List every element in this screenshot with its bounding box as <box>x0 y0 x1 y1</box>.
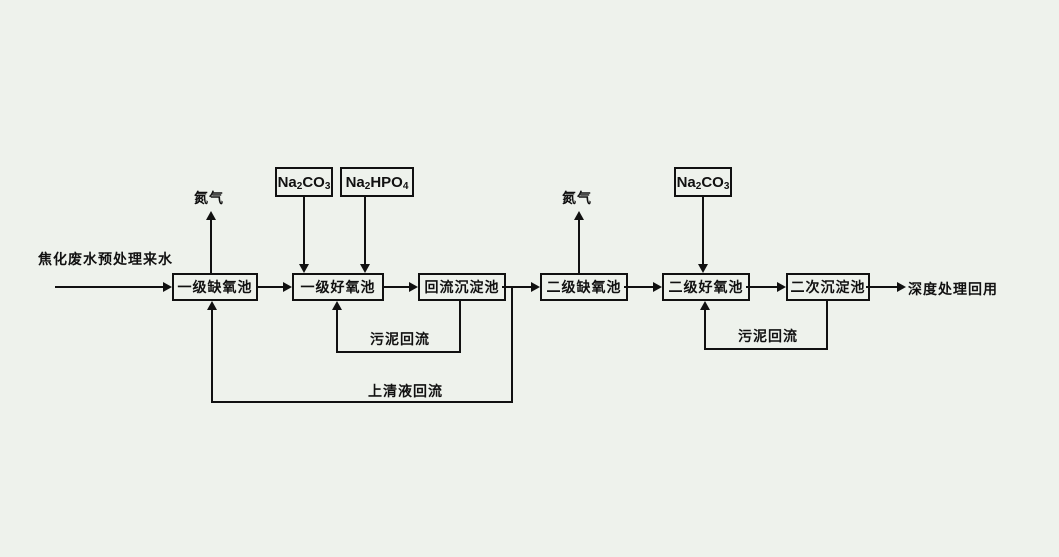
influent-label: 焦化废水预处理来水 <box>38 251 173 267</box>
sludge-return2-arrowhead-icon <box>700 301 710 310</box>
process-box-anoxic-stage1: 一级缺氧池 <box>172 273 258 301</box>
na2hpo4-dosing-line <box>364 197 366 265</box>
process-box-return-sedimentation: 回流沉淀池 <box>418 273 506 301</box>
chem-subscript: 3 <box>324 180 331 192</box>
process-box-label: 二级缺氧池 <box>546 279 622 295</box>
nitrogen1-arrowhead-icon <box>206 211 216 220</box>
na2co3-1-arrowhead-icon <box>299 264 309 273</box>
influent-arrowhead-icon <box>163 282 172 292</box>
supernatant-return-up-line <box>211 309 213 403</box>
supernatant-return-label: 上清液回流 <box>368 383 443 399</box>
process-box-anoxic-stage2: 二级缺氧池 <box>540 273 628 301</box>
flow-line <box>502 286 531 288</box>
chem-subscript: 2 <box>296 180 303 192</box>
sludge-return2-up-line <box>704 309 706 350</box>
effluent-label: 深度处理回用 <box>908 281 998 297</box>
chem-subscript: 2 <box>695 180 702 192</box>
sludge-return1-label: 污泥回流 <box>370 331 430 347</box>
process-box-label: 二级好氧池 <box>668 279 744 295</box>
effluent-flow-line <box>866 286 897 288</box>
na2co3-1-dosing-line <box>303 197 305 265</box>
flow-line <box>384 286 409 288</box>
nitrogen1-label: 氮气 <box>194 190 224 206</box>
process-box-label: 一级好氧池 <box>300 279 376 295</box>
process-box-aerobic-stage1: 一级好氧池 <box>292 273 384 301</box>
na2hpo4-arrowhead-icon <box>360 264 370 273</box>
supernatant-return-horizontal-line <box>211 401 513 403</box>
flow-arrowhead-icon <box>531 282 540 292</box>
na2co3-2-arrowhead-icon <box>698 264 708 273</box>
effluent-arrowhead-icon <box>897 282 906 292</box>
sludge-return2-label: 污泥回流 <box>738 328 798 344</box>
na2co3-2-dosing-line <box>702 197 704 265</box>
chem-text: Na <box>277 173 297 191</box>
flow-arrowhead-icon <box>409 282 418 292</box>
chem-text: Na <box>345 173 365 191</box>
chem-subscript: 4 <box>402 180 409 192</box>
flow-line <box>258 286 283 288</box>
flow-line <box>746 286 777 288</box>
nitrogen1-vent-line <box>210 220 212 273</box>
flow-arrowhead-icon <box>283 282 292 292</box>
sludge-return1-down-line <box>459 301 461 353</box>
flow-line <box>624 286 653 288</box>
process-box-label: 二次沉淀池 <box>790 279 866 295</box>
chem-text: HPO <box>370 173 403 191</box>
chem-text: Na <box>676 173 696 191</box>
sludge-return1-arrowhead-icon <box>332 301 342 310</box>
influent-flow-line <box>55 286 164 288</box>
nitrogen2-label: 氮气 <box>562 190 592 206</box>
sludge-return1-horizontal-line <box>337 351 461 353</box>
chem-text: CO <box>302 173 325 191</box>
process-box-aerobic-stage2: 二级好氧池 <box>662 273 750 301</box>
flow-arrowhead-icon <box>777 282 786 292</box>
process-box-label: 一级缺氧池 <box>177 279 253 295</box>
nitrogen2-arrowhead-icon <box>574 211 584 220</box>
sludge-return2-horizontal-line <box>705 348 828 350</box>
nitrogen2-vent-line <box>578 220 580 273</box>
process-box-secondary-sedimentation: 二次沉淀池 <box>786 273 870 301</box>
chem-text: CO <box>701 173 724 191</box>
sludge-return1-up-line <box>336 309 338 353</box>
sludge-return2-down-line <box>826 301 828 350</box>
chem-subscript: 2 <box>364 180 371 192</box>
supernatant-return-down-line <box>511 287 513 403</box>
supernatant-return-arrowhead-icon <box>207 301 217 310</box>
flow-arrowhead-icon <box>653 282 662 292</box>
chem-subscript: 3 <box>723 180 730 192</box>
process-box-label: 回流沉淀池 <box>424 279 500 295</box>
